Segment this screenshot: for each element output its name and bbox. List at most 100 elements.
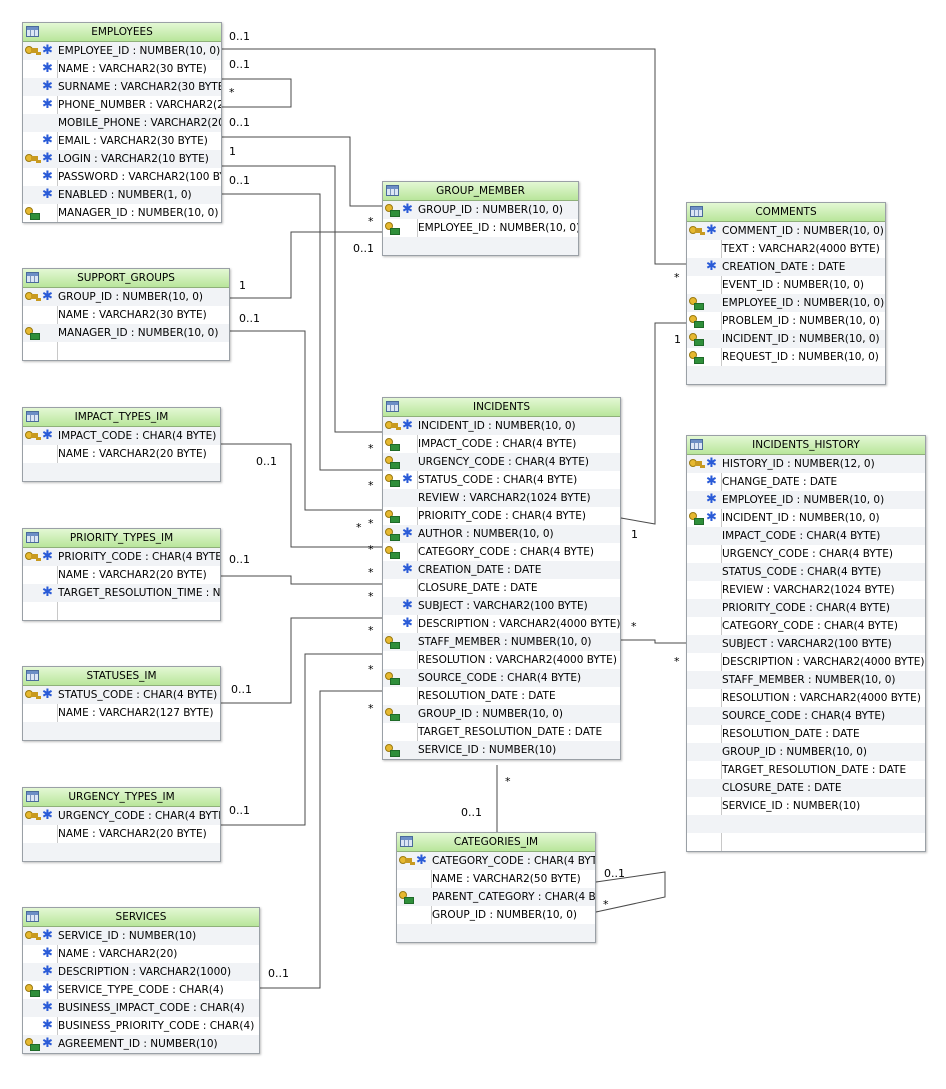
column-row[interactable]: CLOSURE_DATE : DATE [687,779,925,797]
table-statuses-im[interactable]: STATUSES_IM✱STATUS_CODE : CHAR(4 BYTE)NA… [22,666,221,741]
table-title[interactable]: CATEGORIES_IM [397,833,595,852]
column-row[interactable]: SERVICE_ID : NUMBER(10) [687,797,925,815]
table-incidents-history[interactable]: INCIDENTS_HISTORY✱HISTORY_ID : NUMBER(12… [686,435,926,852]
column-row[interactable]: ✱NAME : VARCHAR2(20) [23,945,259,963]
column-row[interactable]: ✱SERVICE_ID : NUMBER(10) [23,927,259,945]
column-row[interactable]: ✱CREATION_DATE : DATE [687,258,885,276]
column-row[interactable]: ✱CATEGORY_CODE : CHAR(4 BYT [397,852,595,870]
column-row[interactable]: IMPACT_CODE : CHAR(4 BYTE) [687,527,925,545]
table-title[interactable]: STATUSES_IM [23,667,220,686]
column-row[interactable]: MANAGER_ID : NUMBER(10, 0) [23,204,221,222]
column-row[interactable]: RESOLUTION : VARCHAR2(4000 BYTE) [687,689,925,707]
table-title[interactable]: INCIDENTS [383,398,620,417]
column-row[interactable]: ✱INCIDENT_ID : NUMBER(10, 0) [383,417,620,435]
column-row[interactable]: ✱INCIDENT_ID : NUMBER(10, 0) [687,509,925,527]
column-row[interactable]: ✱EMPLOYEE_ID : NUMBER(10, 0) [687,491,925,509]
column-row[interactable]: STAFF_MEMBER : NUMBER(10, 0) [687,671,925,689]
table-title[interactable]: SUPPORT_GROUPS [23,269,229,288]
table-title[interactable]: COMMENTS [687,203,885,222]
column-row[interactable]: STATUS_CODE : CHAR(4 BYTE) [687,563,925,581]
column-row[interactable]: ✱SUBJECT : VARCHAR2(100 BYTE) [383,597,620,615]
column-row[interactable]: ✱EMPLOYEE_ID : NUMBER(10, 0) [23,42,221,60]
column-row[interactable]: EVENT_ID : NUMBER(10, 0) [687,276,885,294]
column-row[interactable]: ✱GROUP_ID : NUMBER(10, 0) [383,201,578,219]
table-title[interactable]: IMPACT_TYPES_IM [23,408,220,427]
table-urgency-types-im[interactable]: URGENCY_TYPES_IM✱URGENCY_CODE : CHAR(4 B… [22,787,221,862]
table-priority-types-im[interactable]: PRIORITY_TYPES_IM✱PRIORITY_CODE : CHAR(4… [22,528,221,621]
column-row[interactable]: URGENCY_CODE : CHAR(4 BYTE) [687,545,925,563]
column-row[interactable]: SERVICE_ID : NUMBER(10) [383,741,620,759]
column-row[interactable]: ✱GROUP_ID : NUMBER(10, 0) [23,288,229,306]
table-incidents[interactable]: INCIDENTS✱INCIDENT_ID : NUMBER(10, 0)IMP… [382,397,621,760]
column-row[interactable]: NAME : VARCHAR2(127 BYTE) [23,704,220,722]
table-services[interactable]: SERVICES✱SERVICE_ID : NUMBER(10)✱NAME : … [22,907,260,1054]
column-row[interactable]: ✱STATUS_CODE : CHAR(4 BYTE) [23,686,220,704]
table-group-member[interactable]: GROUP_MEMBER✱GROUP_ID : NUMBER(10, 0)EMP… [382,181,579,256]
column-row[interactable]: ✱COMMENT_ID : NUMBER(10, 0) [687,222,885,240]
table-title[interactable]: SERVICES [23,908,259,927]
column-row[interactable]: ✱CREATION_DATE : DATE [383,561,620,579]
column-row[interactable]: SOURCE_CODE : CHAR(4 BYTE) [687,707,925,725]
column-row[interactable]: ✱TARGET_RESOLUTION_TIME : NU [23,584,220,602]
column-row[interactable]: CLOSURE_DATE : DATE [383,579,620,597]
table-title[interactable]: EMPLOYEES [23,23,221,42]
column-row[interactable]: ✱STATUS_CODE : CHAR(4 BYTE) [383,471,620,489]
column-row[interactable]: PRIORITY_CODE : CHAR(4 BYTE) [383,507,620,525]
column-row[interactable]: ✱ENABLED : NUMBER(1, 0) [23,186,221,204]
column-row[interactable]: ✱AUTHOR : NUMBER(10, 0) [383,525,620,543]
column-row[interactable]: REVIEW : VARCHAR2(1024 BYTE) [383,489,620,507]
column-row[interactable]: ✱SERVICE_TYPE_CODE : CHAR(4) [23,981,259,999]
column-row[interactable]: ✱LOGIN : VARCHAR2(10 BYTE) [23,150,221,168]
column-row[interactable]: ✱PHONE_NUMBER : VARCHAR2(20 [23,96,221,114]
column-row[interactable]: ✱BUSINESS_PRIORITY_CODE : CHAR(4) [23,1017,259,1035]
table-comments[interactable]: COMMENTS✱COMMENT_ID : NUMBER(10, 0)TEXT … [686,202,886,385]
column-row[interactable]: SOURCE_CODE : CHAR(4 BYTE) [383,669,620,687]
column-row[interactable]: ✱AGREEMENT_ID : NUMBER(10) [23,1035,259,1053]
column-row[interactable]: GROUP_ID : NUMBER(10, 0) [383,705,620,723]
column-row[interactable]: ✱CHANGE_DATE : DATE [687,473,925,491]
column-row[interactable]: STAFF_MEMBER : NUMBER(10, 0) [383,633,620,651]
table-title[interactable]: URGENCY_TYPES_IM [23,788,220,807]
table-employees[interactable]: EMPLOYEES✱EMPLOYEE_ID : NUMBER(10, 0)✱NA… [22,22,222,223]
column-row[interactable]: NAME : VARCHAR2(30 BYTE) [23,306,229,324]
column-row[interactable]: ✱PASSWORD : VARCHAR2(100 BY [23,168,221,186]
column-row[interactable]: RESOLUTION_DATE : DATE [383,687,620,705]
column-row[interactable]: TEXT : VARCHAR2(4000 BYTE) [687,240,885,258]
table-categories-im[interactable]: CATEGORIES_IM✱CATEGORY_CODE : CHAR(4 BYT… [396,832,596,943]
column-row[interactable]: ✱PRIORITY_CODE : CHAR(4 BYTE) [23,548,220,566]
column-row[interactable]: TARGET_RESOLUTION_DATE : DATE [687,761,925,779]
column-row[interactable]: URGENCY_CODE : CHAR(4 BYTE) [383,453,620,471]
column-row[interactable]: ✱DESCRIPTION : VARCHAR2(1000) [23,963,259,981]
column-row[interactable]: CATEGORY_CODE : CHAR(4 BYTE) [687,617,925,635]
column-row[interactable]: ✱HISTORY_ID : NUMBER(12, 0) [687,455,925,473]
column-row[interactable]: RESOLUTION : VARCHAR2(4000 BYTE) [383,651,620,669]
column-row[interactable]: ✱SURNAME : VARCHAR2(30 BYTE) [23,78,221,96]
column-row[interactable]: MANAGER_ID : NUMBER(10, 0) [23,324,229,342]
column-row[interactable]: MOBILE_PHONE : VARCHAR2(20 [23,114,221,132]
table-title[interactable]: INCIDENTS_HISTORY [687,436,925,455]
table-title[interactable]: GROUP_MEMBER [383,182,578,201]
column-row[interactable]: TARGET_RESOLUTION_DATE : DATE [383,723,620,741]
column-row[interactable]: NAME : VARCHAR2(50 BYTE) [397,870,595,888]
column-row[interactable]: ✱DESCRIPTION : VARCHAR2(4000 BYTE) [383,615,620,633]
column-row[interactable]: ✱EMAIL : VARCHAR2(30 BYTE) [23,132,221,150]
column-row[interactable]: REQUEST_ID : NUMBER(10, 0) [687,348,885,366]
column-row[interactable]: PRIORITY_CODE : CHAR(4 BYTE) [687,599,925,617]
table-support-groups[interactable]: SUPPORT_GROUPS✱GROUP_ID : NUMBER(10, 0)N… [22,268,230,361]
column-row[interactable]: INCIDENT_ID : NUMBER(10, 0) [687,330,885,348]
table-impact-types-im[interactable]: IMPACT_TYPES_IM✱IMPACT_CODE : CHAR(4 BYT… [22,407,221,482]
column-row[interactable]: REVIEW : VARCHAR2(1024 BYTE) [687,581,925,599]
column-row[interactable]: ✱URGENCY_CODE : CHAR(4 BYTE [23,807,220,825]
column-row[interactable]: ✱IMPACT_CODE : CHAR(4 BYTE) [23,427,220,445]
column-row[interactable]: SUBJECT : VARCHAR2(100 BYTE) [687,635,925,653]
column-row[interactable]: ✱NAME : VARCHAR2(30 BYTE) [23,60,221,78]
column-row[interactable]: EMPLOYEE_ID : NUMBER(10, 0) [383,219,578,237]
column-row[interactable]: IMPACT_CODE : CHAR(4 BYTE) [383,435,620,453]
column-row[interactable]: CATEGORY_CODE : CHAR(4 BYTE) [383,543,620,561]
column-row[interactable]: PARENT_CATEGORY : CHAR(4 B [397,888,595,906]
table-title[interactable]: PRIORITY_TYPES_IM [23,529,220,548]
column-row[interactable]: EMPLOYEE_ID : NUMBER(10, 0) [687,294,885,312]
column-row[interactable]: NAME : VARCHAR2(20 BYTE) [23,825,220,843]
column-row[interactable]: PROBLEM_ID : NUMBER(10, 0) [687,312,885,330]
column-row[interactable]: GROUP_ID : NUMBER(10, 0) [397,906,595,924]
